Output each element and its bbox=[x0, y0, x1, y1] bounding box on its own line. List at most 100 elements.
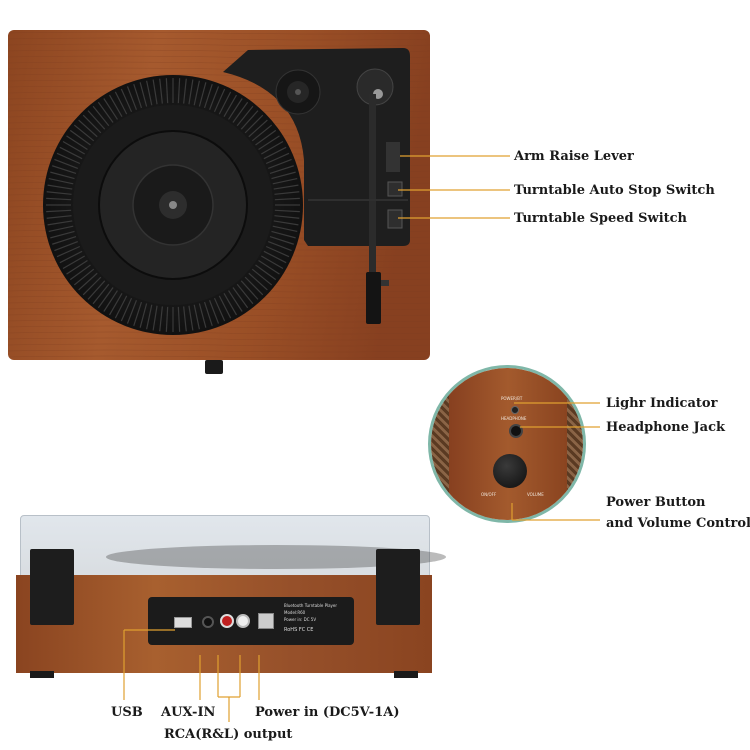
platter-rib bbox=[193, 304, 200, 330]
platter-rib bbox=[87, 110, 106, 130]
platter-rib bbox=[268, 240, 292, 252]
platter-rib bbox=[54, 158, 78, 170]
arm-raise-lever bbox=[386, 142, 400, 172]
platter-rib bbox=[269, 235, 294, 245]
platter-rib bbox=[78, 119, 98, 138]
power-bt-print: POWER/BT bbox=[501, 396, 523, 401]
platter-rib bbox=[177, 306, 181, 332]
label-auto-stop-switch: Turntable Auto Stop Switch bbox=[514, 183, 715, 198]
platter-rib bbox=[248, 119, 268, 138]
platter-rib bbox=[165, 78, 169, 104]
platter-rib bbox=[218, 91, 232, 115]
platter-rib bbox=[165, 306, 169, 332]
platter-rib bbox=[87, 280, 106, 300]
platter-rib bbox=[56, 245, 81, 258]
platter-rib bbox=[133, 84, 143, 109]
platter-rib bbox=[52, 235, 77, 245]
platter-rib bbox=[272, 178, 298, 185]
rca-left bbox=[236, 614, 250, 628]
platter-rib bbox=[48, 225, 74, 232]
platter-rib bbox=[274, 215, 300, 219]
platter-rib bbox=[232, 101, 249, 123]
platter-rib bbox=[271, 230, 296, 239]
platter-rib bbox=[255, 129, 277, 146]
on-off-print: ON/OFF bbox=[481, 492, 497, 497]
platter-rib bbox=[46, 215, 72, 219]
volume-knob bbox=[493, 454, 527, 488]
platter-rib bbox=[251, 268, 273, 286]
platter-rib bbox=[47, 220, 73, 226]
platter-rib bbox=[46, 209, 72, 213]
platter-rib bbox=[159, 78, 163, 104]
platter-rib bbox=[108, 94, 123, 117]
usb-port bbox=[174, 617, 192, 628]
platter-rib bbox=[218, 295, 232, 319]
headphone-jack bbox=[509, 424, 523, 438]
platter-rib bbox=[139, 303, 148, 328]
platter-rib bbox=[103, 98, 118, 120]
volume-print: VOLUME bbox=[527, 492, 544, 497]
platter-rib bbox=[193, 80, 200, 106]
platter-rib bbox=[92, 105, 110, 127]
platter-rib bbox=[97, 287, 114, 309]
platter-rib bbox=[265, 152, 290, 165]
aux-in-port bbox=[202, 616, 214, 628]
platter-rib bbox=[59, 250, 83, 264]
platter-rib bbox=[258, 260, 280, 275]
label-rca-output: RCA(R&L) output bbox=[164, 727, 293, 742]
platter-rib bbox=[261, 140, 284, 155]
platter-rib bbox=[273, 220, 299, 226]
platter-rib bbox=[114, 91, 128, 115]
platter-rib bbox=[274, 209, 300, 213]
platter-rib bbox=[62, 255, 85, 270]
platter-rib bbox=[198, 82, 207, 107]
platter-rib bbox=[97, 101, 114, 123]
platter-rib bbox=[271, 171, 296, 180]
label-volume-control: and Volume Control bbox=[606, 516, 750, 531]
platter-rib bbox=[78, 272, 98, 291]
platter-rib bbox=[263, 250, 287, 264]
platter-rib bbox=[73, 268, 95, 286]
label-usb: USB bbox=[111, 705, 143, 720]
platter-rib bbox=[213, 297, 226, 322]
platter-rib bbox=[177, 78, 181, 104]
platter-rib bbox=[223, 94, 238, 117]
platter-rib bbox=[203, 301, 213, 326]
light-indicator bbox=[511, 406, 519, 414]
platter-rib bbox=[66, 135, 88, 150]
platter-rib bbox=[213, 88, 226, 113]
platter-rib bbox=[152, 79, 158, 105]
rca-right bbox=[220, 614, 234, 628]
turntable-top-view bbox=[8, 30, 430, 360]
label-light-indicator: Lighr Indicator bbox=[606, 396, 718, 411]
platter-rib bbox=[251, 124, 273, 142]
platter-rib bbox=[48, 178, 74, 185]
platter-rib bbox=[236, 283, 254, 305]
platter-rib bbox=[56, 152, 81, 165]
platter-rib bbox=[46, 191, 72, 195]
platter-rib bbox=[152, 305, 158, 331]
platter-rib bbox=[240, 110, 259, 130]
label-speed-switch: Turntable Speed Switch bbox=[514, 211, 688, 226]
platter-rib bbox=[69, 129, 91, 146]
dc-power-port bbox=[258, 613, 274, 629]
label-power-button: Power Button bbox=[606, 495, 706, 510]
platter-rib bbox=[273, 184, 299, 190]
platter-rib bbox=[272, 225, 298, 232]
headphone-print: HEADPHONE bbox=[501, 416, 527, 421]
platter-rib bbox=[103, 290, 118, 312]
label-power-in: Power in (DC5V-1A) bbox=[255, 705, 400, 720]
platter-rib bbox=[47, 184, 73, 190]
platter-rib bbox=[92, 283, 110, 305]
platter-rib bbox=[73, 124, 95, 142]
platter-rib bbox=[236, 105, 254, 127]
platter-rib bbox=[261, 255, 284, 270]
turntable-rear-view: Bluetooth Turntable Player Model:R60 Pow… bbox=[16, 515, 446, 680]
platter-rib bbox=[255, 264, 277, 281]
platter-rib bbox=[274, 197, 300, 201]
platter-rib bbox=[114, 295, 128, 319]
dust-cover bbox=[20, 515, 430, 579]
speed-switch bbox=[387, 209, 403, 229]
platter-rib bbox=[82, 114, 102, 134]
auto-stop-switch bbox=[387, 181, 403, 197]
